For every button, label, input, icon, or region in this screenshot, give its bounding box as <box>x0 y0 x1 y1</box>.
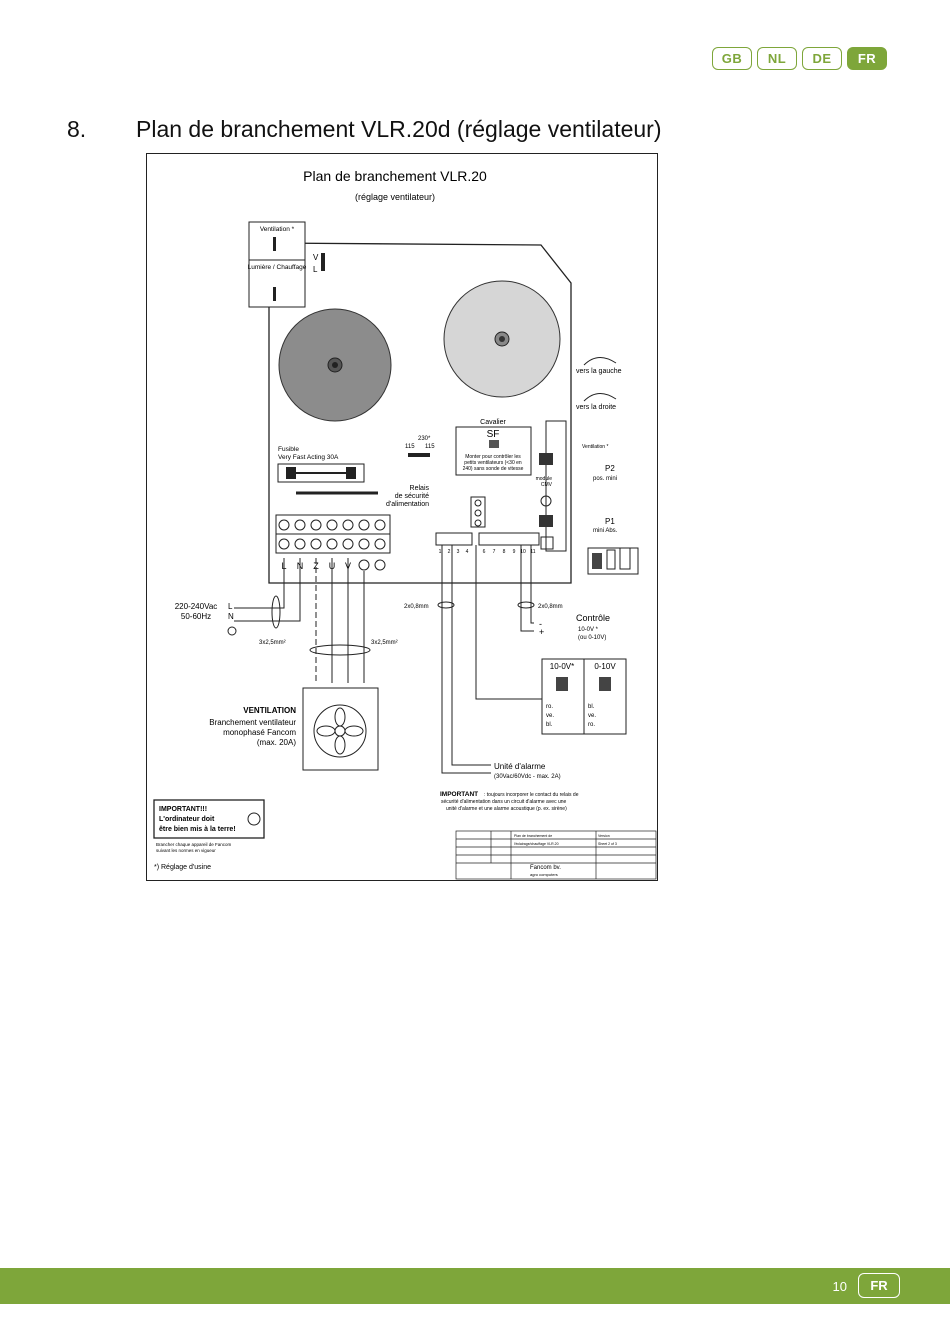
svg-text:ve.: ve. <box>588 713 596 719</box>
svg-text:50-60Hz: 50-60Hz <box>181 612 211 621</box>
svg-text:P1: P1 <box>605 517 615 526</box>
svg-text:vers la droite: vers la droite <box>576 404 616 411</box>
svg-text:11: 11 <box>530 549 535 555</box>
svg-text:240) sans sonde de vitesse: 240) sans sonde de vitesse <box>463 466 524 472</box>
diagram-subtitle: (réglage ventilateur) <box>355 192 435 202</box>
svg-text:Z: Z <box>313 561 319 571</box>
svg-text:2: 2 <box>448 549 451 555</box>
svg-text:Unité d'alarme: Unité d'alarme <box>494 762 546 771</box>
svg-text:L'ordinateur doit: L'ordinateur doit <box>159 816 215 823</box>
svg-text:P2: P2 <box>605 464 615 473</box>
svg-text:pos. mini: pos. mini <box>593 476 617 482</box>
svg-text:10-0V*: 10-0V* <box>550 662 574 671</box>
svg-text:4: 4 <box>466 549 469 555</box>
svg-text:8: 8 <box>503 549 506 555</box>
svg-text:petits ventilateurs (<30 en: petits ventilateurs (<30 en <box>464 460 522 466</box>
svg-text:+: + <box>539 627 544 637</box>
main-terminal-block <box>275 514 391 554</box>
svg-text:ro.: ro. <box>546 704 553 710</box>
page-footer: 10 FR <box>0 1268 950 1304</box>
svg-text:3: 3 <box>457 549 460 555</box>
svg-text:Monter pour contrôler les: Monter pour contrôler les <box>465 454 521 460</box>
svg-text:VENTILATION: VENTILATION <box>243 706 296 715</box>
svg-text:115: 115 <box>405 444 415 450</box>
svg-text:Brancher chaque appareil de Fa: Brancher chaque appareil de Fancom <box>156 842 232 847</box>
svg-text:Cavalier: Cavalier <box>480 419 506 426</box>
footer-lang-badge: FR <box>858 1273 900 1298</box>
svg-text:(ou 0-10V): (ou 0-10V) <box>578 635 606 641</box>
svg-text:9: 9 <box>513 549 516 555</box>
svg-text:2x0,8mm: 2x0,8mm <box>404 604 429 610</box>
svg-text:Sheet 2 of 3: Sheet 2 of 3 <box>598 842 617 846</box>
svg-text:ve.: ve. <box>546 713 554 719</box>
svg-text:V: V <box>313 253 319 262</box>
svg-text:3x2,5mm²: 3x2,5mm² <box>371 640 398 646</box>
svg-text:Ventilation *: Ventilation * <box>260 226 295 233</box>
svg-text:1: 1 <box>439 549 442 555</box>
svg-text:-: - <box>539 619 542 629</box>
svg-text:CMV: CMV <box>541 482 553 488</box>
svg-text:vers la gauche: vers la gauche <box>576 368 622 375</box>
svg-text:de sécurité: de sécurité <box>395 493 429 500</box>
svg-text:Contrôle: Contrôle <box>576 613 610 623</box>
svg-text:L: L <box>313 265 318 274</box>
svg-text:l'éclairage/chauffage VLR.20: l'éclairage/chauffage VLR.20 <box>514 842 559 846</box>
lang-tab-de[interactable]: DE <box>802 47 842 70</box>
svg-text:230*: 230* <box>418 436 431 442</box>
svg-text:10-0V *: 10-0V * <box>578 627 599 633</box>
svg-text:220-240Vac: 220-240Vac <box>175 602 218 611</box>
svg-text:Lumière / Chauffage: Lumière / Chauffage <box>248 264 307 271</box>
svg-text:Plan de branchement de: Plan de branchement de <box>514 834 552 838</box>
svg-text:module: module <box>536 476 553 482</box>
svg-text:Fusible: Fusible <box>278 446 299 453</box>
title-block <box>455 830 657 880</box>
svg-text:7: 7 <box>493 549 496 555</box>
svg-text:Ventilation *: Ventilation * <box>582 444 608 450</box>
svg-text:IMPORTANT!!!: IMPORTANT!!! <box>159 806 207 813</box>
svg-text:sécurité d'alimentation dans u: sécurité d'alimentation dans un circuit … <box>441 799 567 805</box>
section-title: Plan de branchement VLR.20d (réglage ven… <box>136 116 662 142</box>
svg-text:10: 10 <box>520 549 526 555</box>
warning-box <box>153 799 265 839</box>
svg-text:ro.: ro. <box>588 722 595 728</box>
svg-text:3x2,5mm²: 3x2,5mm² <box>259 640 286 646</box>
svg-text:être bien mis à la terre!: être bien mis à la terre! <box>159 826 236 833</box>
wiring-diagram: Plan de branchement VLR.20 (réglage vent… <box>146 153 658 881</box>
svg-text:115: 115 <box>425 444 435 450</box>
svg-text:Relais: Relais <box>410 485 430 492</box>
svg-text:0-10V: 0-10V <box>594 662 616 671</box>
page-number: 10 <box>832 1279 847 1294</box>
svg-text:(30Vac/60Vdc - max. 2A): (30Vac/60Vdc - max. 2A) <box>494 774 561 780</box>
svg-text:Fancom bv.: Fancom bv. <box>530 865 561 871</box>
lang-tab-gb[interactable]: GB <box>712 47 752 70</box>
diagram-title: Plan de branchement VLR.20 <box>303 168 487 184</box>
svg-text:d'alimentation: d'alimentation <box>386 501 429 508</box>
lang-tab-nl[interactable]: NL <box>757 47 797 70</box>
svg-text:Very Fast Acting 30A: Very Fast Acting 30A <box>278 454 339 461</box>
svg-text:suivant les normes en vigueur: suivant les normes en vigueur <box>156 848 216 853</box>
svg-text:L: L <box>228 602 233 611</box>
svg-text:unité d'alarme et une alarme a: unité d'alarme et une alarme acoustique … <box>446 806 567 812</box>
svg-text:mini Abs.: mini Abs. <box>593 528 618 534</box>
jumper-box <box>248 221 306 308</box>
svg-text:2x0,8mm: 2x0,8mm <box>538 604 563 610</box>
svg-text:: toujours incorporer le conta: : toujours incorporer le contact du rela… <box>484 792 579 798</box>
board-outline <box>268 242 572 584</box>
section-number: 8. <box>67 116 87 142</box>
svg-text:(max. 20A): (max. 20A) <box>257 738 296 747</box>
svg-text:6: 6 <box>483 549 486 555</box>
cavalier-box <box>455 426 532 476</box>
svg-text:agro computers: agro computers <box>530 872 558 877</box>
svg-text:bl.: bl. <box>546 722 553 728</box>
svg-text:bl.: bl. <box>588 704 595 710</box>
svg-text:*) Réglage d'usine: *) Réglage d'usine <box>154 864 211 871</box>
svg-text:Version: Version <box>598 834 610 838</box>
lang-tab-fr[interactable]: FR <box>847 47 887 70</box>
language-selector: GB NL DE FR <box>712 47 887 70</box>
svg-text:N: N <box>228 612 234 621</box>
svg-text:IMPORTANT: IMPORTANT <box>440 791 478 798</box>
svg-text:monophasé Fancom: monophasé Fancom <box>223 728 296 737</box>
svg-text:SF: SF <box>487 429 500 440</box>
svg-text:Branchement ventilateur: Branchement ventilateur <box>209 718 296 727</box>
